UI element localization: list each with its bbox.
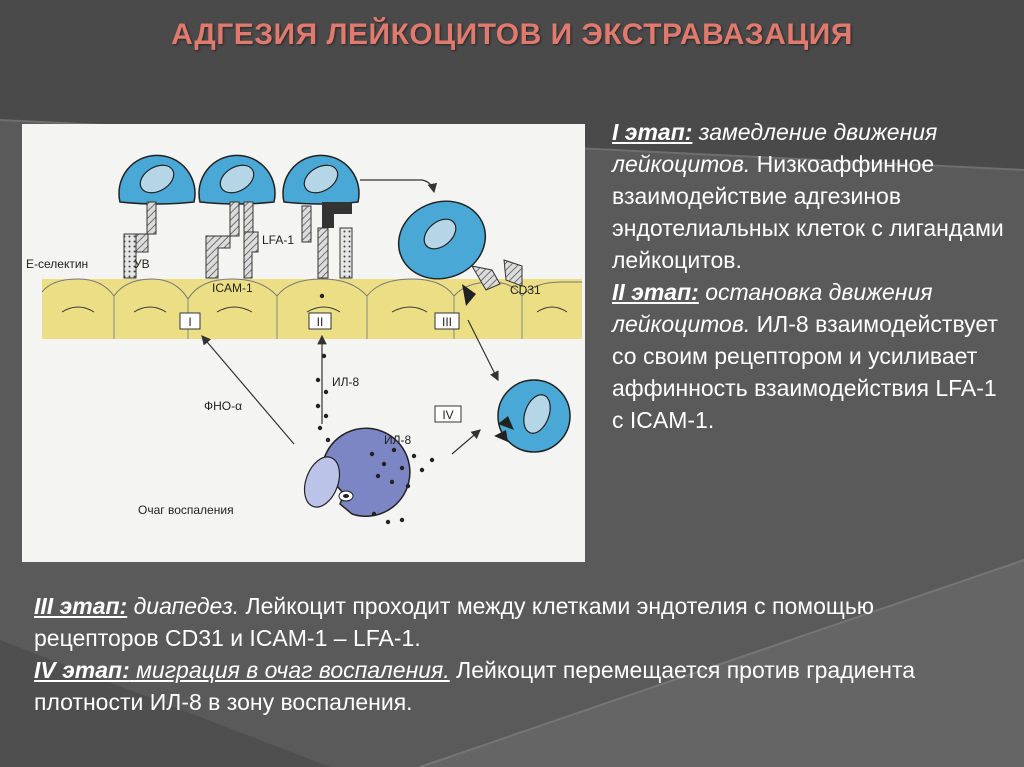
stage-4-subtitle: миграция в очаг воспаления. xyxy=(129,657,450,683)
stage-3-subtitle: диапедез. xyxy=(127,593,240,619)
label-cd31: CD31 xyxy=(510,283,541,297)
label-lfa1: LFA-1 xyxy=(262,233,294,247)
stage-3-body: Лейкоцит проходит между клетками эндотел… xyxy=(34,593,875,651)
stage-2-paragraph: II этап: остановка движения лейкоцитов. … xyxy=(612,276,1012,436)
leukocyte-5-migrating xyxy=(494,379,571,453)
stages-1-2-text: I этап: замедление движения лейкоцитов. … xyxy=(612,116,1012,436)
leukocyte-4-diapedesis xyxy=(397,200,523,306)
diagram-svg: I II III IV xyxy=(26,154,582,525)
stage-marker-3: III xyxy=(434,312,460,330)
label-icam1: ICAM-1 xyxy=(212,281,253,295)
label-e-selectin: Е-селектин xyxy=(26,257,88,271)
leukocyte-3 xyxy=(282,154,360,279)
slide-title: АДГЕЗИЯ ЛЕЙКОЦИТОВ И ЭКСТРАВАЗАЦИЯ xyxy=(171,18,853,51)
stage-2-heading: II этап: xyxy=(612,279,699,305)
stage-3-paragraph: III этап: диапедез. Лейкоцит проходит ме… xyxy=(34,590,994,654)
stage-1-heading: I этап: xyxy=(612,119,693,145)
stage-1-body: Низкоаффинное взаимодействие адгезинов э… xyxy=(612,151,1004,273)
stage-4-body: Лейкоцит перемещается против градиента п… xyxy=(34,657,916,715)
label-tnf-alpha: ФНО-α xyxy=(204,399,242,413)
leukocyte-1 xyxy=(118,154,196,279)
macrophage-cell xyxy=(303,427,411,517)
stage-1-subtitle: замедление движения лейкоцитов. xyxy=(612,119,938,177)
label-il8-horizontal: ИЛ-8 xyxy=(384,433,411,447)
svg-text:IV: IV xyxy=(442,408,453,422)
label-il8-vertical: ИЛ-8 xyxy=(332,375,359,389)
endothelium-layer xyxy=(41,278,582,339)
leukocyte-2 xyxy=(198,154,276,279)
svg-text:II: II xyxy=(317,315,324,329)
label-uv: УВ xyxy=(134,257,150,271)
stage-2-body: ИЛ-8 взаимодействует со своим рецептором… xyxy=(612,311,998,433)
il8-particles xyxy=(315,293,435,525)
stage-2-subtitle: остановка движения лейкоцитов. xyxy=(612,279,933,337)
svg-text:I: I xyxy=(188,315,191,329)
stage-4-heading: IV этап: xyxy=(34,657,130,683)
stage-marker-4: IV xyxy=(434,405,462,423)
stage-4-paragraph: IV этап: миграция в очаг воспаления. Лей… xyxy=(34,654,994,718)
stages-3-4-text: III этап: диапедез. Лейкоцит проходит ме… xyxy=(34,590,994,718)
stage-3-heading: III этап: xyxy=(34,593,128,619)
stage-marker-1: I xyxy=(179,312,201,330)
diagram-figure: I II III IV xyxy=(22,124,585,562)
label-inflammation-focus: Очаг воспаления xyxy=(138,503,234,517)
stage-1-paragraph: I этап: замедление движения лейкоцитов. … xyxy=(612,116,1012,276)
stage-marker-2: II xyxy=(308,312,332,330)
svg-text:III: III xyxy=(442,315,452,329)
